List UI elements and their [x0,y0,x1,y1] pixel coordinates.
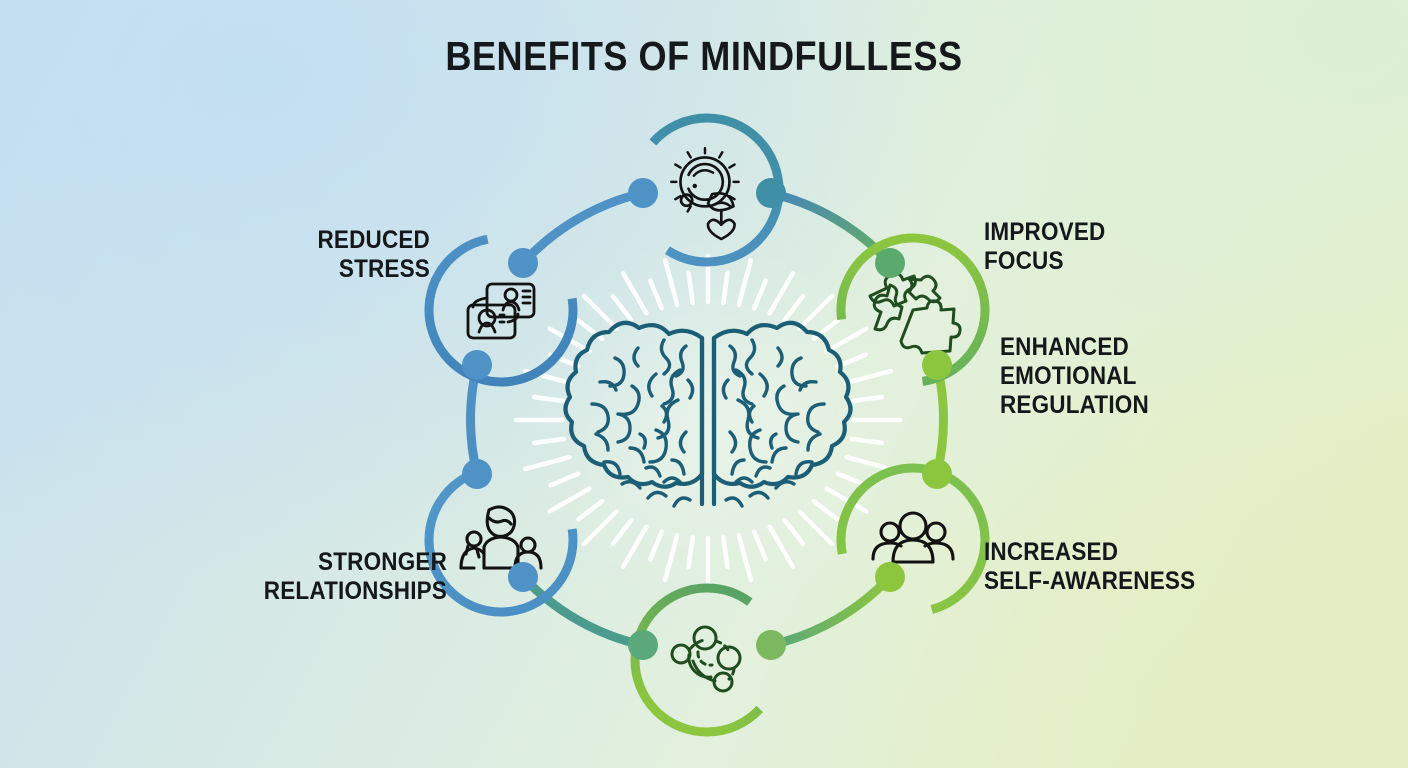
junction-dot-3 [875,248,905,278]
ray-line [647,529,665,562]
node-stronger-relationships[interactable] [402,441,600,639]
arc-topleft-to-top [518,188,648,268]
ray-line [782,517,806,547]
meditation-head-leaf-icon [670,146,740,241]
ray-line [721,270,730,306]
ray-line [844,454,894,472]
ray-line [548,471,581,488]
ray-line [686,270,695,306]
junction-dot-8 [628,630,658,660]
ray-line [824,326,869,354]
ray-line [620,271,649,316]
ray-line [581,293,619,331]
ray-line [767,524,796,569]
ray-line [531,394,567,404]
ray-line [662,257,680,308]
ray-line [767,271,796,316]
junction-dot-11 [462,350,492,380]
profile-cards-icon [466,282,536,340]
ray-line [849,394,885,404]
ray-line [531,436,567,446]
node-connections[interactable] [630,583,784,737]
ray-line [581,509,619,547]
node-ring-improved-focus [836,233,990,387]
junction-dots [462,178,952,660]
junction-dot-5 [922,459,952,489]
people-group-icon [871,511,955,564]
ray-line [620,524,649,569]
ray-line [751,278,769,311]
ray-line [736,532,754,583]
ray-line [576,498,605,522]
ray-line [721,534,730,570]
junction-dot-4 [922,350,952,380]
ray-line [547,486,592,514]
ray-line [736,257,754,308]
ray-line [610,517,634,547]
ray-line [782,293,806,323]
ray-line [647,278,665,311]
label-enhanced-emotional-regulation: ENHANCED EMOTIONAL REGULATION [1000,333,1149,419]
node-ring-stronger-relationships [424,463,578,617]
brain-icon [563,320,853,508]
junction-dot-7 [756,630,786,660]
ray-line [522,454,572,472]
ray-line [849,436,885,446]
node-ring-connections [630,583,784,737]
label-improved-focus: IMPROVED FOCUS [984,218,1106,275]
label-increased-self-awareness: INCREASED SELF-AWARENESS [984,538,1196,595]
ray-line [811,498,840,522]
family-group-icon [459,505,543,570]
junction-dot-10 [462,459,492,489]
ray-line [844,368,894,386]
junction-dot-12 [508,248,538,278]
ray-line [835,471,868,488]
junction-dot-1 [628,178,658,208]
junction-dot-6 [875,562,905,592]
ray-line [662,532,680,583]
label-stronger-relationships: STRONGER RELATIONSHIPS [263,548,447,605]
node-improved-focus[interactable] [815,212,1012,409]
ray-line [797,509,835,547]
junction-dot-9 [508,562,538,592]
ray-line [686,534,695,570]
ray-line [797,293,835,331]
label-reduced-stress: REDUCED STRESS [317,226,430,283]
ray-line [610,293,634,323]
page-title: BENEFITS OF MINDFULLESS [445,33,963,79]
junction-dot-2 [756,178,786,208]
ray-line [824,486,869,514]
network-nodes-icon [670,625,742,693]
ray-line [751,529,769,562]
